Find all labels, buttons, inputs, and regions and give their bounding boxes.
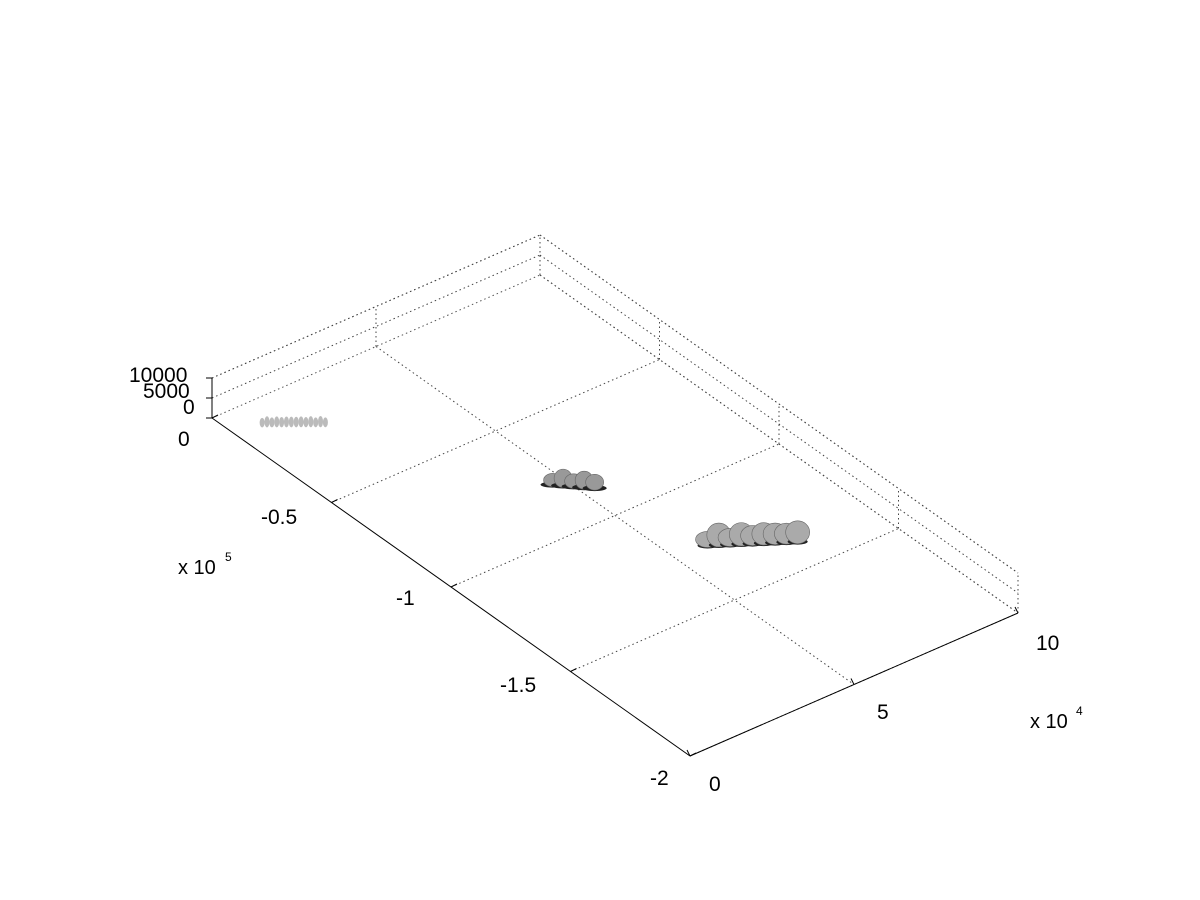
x-tick bbox=[850, 678, 855, 685]
y-tick-label: -1 bbox=[396, 587, 415, 610]
grid-line-y bbox=[331, 359, 660, 503]
surface-blob bbox=[269, 417, 275, 428]
z-tick-label: 5000 bbox=[143, 380, 190, 403]
y-multiplier-text: x 10 bbox=[178, 557, 216, 579]
far-cluster bbox=[695, 520, 810, 549]
grid-line-z-wall bbox=[539, 234, 1019, 574]
sparse-points bbox=[259, 416, 328, 428]
y-tick-label: -0.5 bbox=[261, 506, 297, 529]
surface-blob bbox=[303, 417, 309, 428]
y-tick-labels: 0 -0.5 -1 -1.5 -2 bbox=[178, 428, 669, 790]
grid-line-z bbox=[211, 254, 541, 399]
surface-blob bbox=[279, 416, 285, 428]
surface-objects bbox=[259, 416, 810, 549]
surface-blob bbox=[308, 416, 314, 428]
surface-blob bbox=[283, 416, 289, 428]
x-multiplier-text: x 10 bbox=[1030, 711, 1068, 733]
x-tick-label: 5 bbox=[877, 701, 889, 724]
x-tick-label: 0 bbox=[709, 773, 721, 796]
surface-blob bbox=[585, 474, 604, 491]
x-tick-labels: 0 5 10 bbox=[709, 632, 1059, 796]
y-tick-label: -2 bbox=[650, 767, 669, 790]
box-edge bbox=[211, 274, 541, 419]
y-axis-multiplier: x 10 5 bbox=[178, 550, 232, 579]
y-tick bbox=[331, 499, 338, 503]
grid bbox=[211, 234, 1019, 757]
y-multiplier-exponent: 5 bbox=[225, 550, 232, 564]
z-tick-label: 10000 bbox=[129, 364, 187, 387]
axes-box bbox=[211, 234, 1019, 614]
surface-blob bbox=[785, 520, 810, 544]
surface-blob bbox=[322, 417, 328, 428]
surface-blob bbox=[259, 417, 265, 428]
surface-blob bbox=[274, 416, 280, 428]
y-tick bbox=[570, 668, 577, 672]
y-tick bbox=[211, 414, 219, 419]
y-tick bbox=[689, 752, 697, 757]
y-tick bbox=[450, 583, 458, 588]
box-edge bbox=[211, 234, 541, 379]
grid-line-y bbox=[570, 528, 899, 672]
axes bbox=[206, 377, 1019, 757]
grid-line-z bbox=[211, 234, 541, 379]
middle-cluster bbox=[540, 468, 607, 492]
surface-blob bbox=[264, 416, 270, 428]
grid-line-x bbox=[375, 346, 855, 685]
x-tick-label: 10 bbox=[1036, 632, 1059, 655]
z-tick-label: 0 bbox=[183, 396, 195, 419]
surface-blob bbox=[298, 416, 304, 428]
grid-line-z-wall bbox=[539, 254, 1019, 594]
x-multiplier-exponent: 4 bbox=[1076, 704, 1083, 718]
x-tick bbox=[686, 749, 691, 757]
y-tick-label: 0 bbox=[178, 428, 190, 451]
z-tick-labels: 0 5000 10000 bbox=[129, 364, 195, 419]
y-tick-label: -1.5 bbox=[500, 674, 536, 697]
x-axis-multiplier: x 10 4 bbox=[1030, 704, 1083, 733]
surface-blob bbox=[293, 416, 299, 428]
surface-blob bbox=[288, 416, 294, 428]
surface-blob bbox=[318, 416, 324, 428]
grid-line-y bbox=[450, 443, 780, 588]
surface-blob bbox=[313, 417, 319, 428]
x-tick bbox=[1014, 606, 1019, 614]
